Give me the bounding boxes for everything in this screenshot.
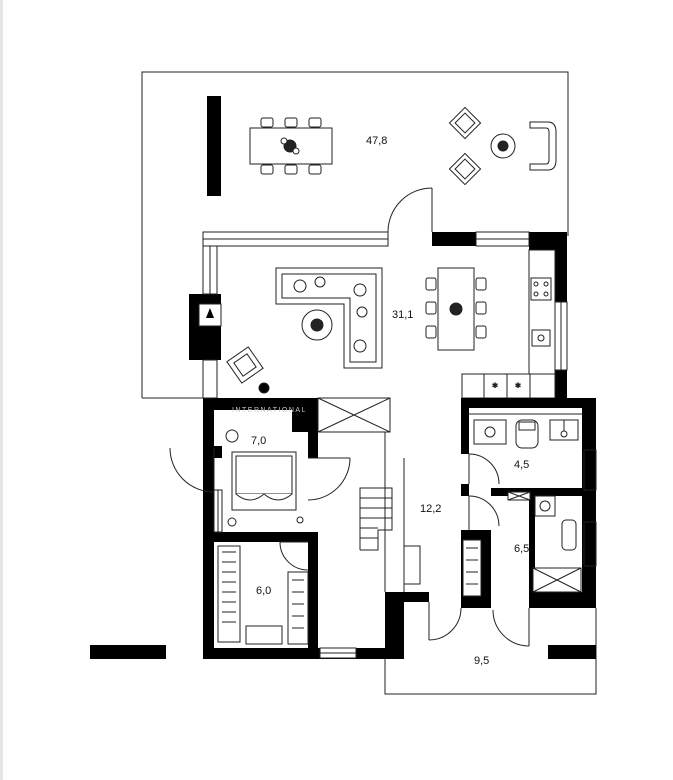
sofa-icon <box>275 267 383 369</box>
right-wall-segment <box>548 645 596 659</box>
bathroom-fixtures <box>473 419 579 449</box>
wardrobe-icon <box>217 539 482 645</box>
exterior-walls <box>189 232 596 659</box>
bedroom2-door-swing-icon <box>279 541 309 571</box>
coffee-table-icon <box>301 309 333 341</box>
toilet-icon <box>561 519 577 551</box>
left-wall-segment <box>90 645 166 659</box>
hall-door-swing-icon <box>307 457 351 501</box>
bathroom-door-swing-icon <box>468 453 500 485</box>
kitchen-counter: * * <box>461 249 556 399</box>
hall-area-label: 12,2 <box>420 503 441 515</box>
porch-area-label: 9,5 <box>474 655 489 667</box>
utility-area-label: 6,5 <box>514 543 529 555</box>
dining-table-icon <box>425 267 487 351</box>
living-north-wall <box>202 231 568 399</box>
svg-text:*: * <box>493 382 498 393</box>
terrace-door-swing-icon <box>387 187 433 233</box>
interior-walls <box>214 398 582 648</box>
bedroom1-door-swing-icon <box>169 447 215 493</box>
bedroom2-area-label: 6,0 <box>256 585 271 597</box>
terrace-privacy-wall <box>207 96 221 196</box>
watermark: INTERNATIONAL <box>232 407 307 414</box>
page-edge <box>0 0 3 780</box>
bedroom1-area-label: 7,0 <box>251 435 266 447</box>
fireplace-icon <box>198 303 222 327</box>
living-area-label: 31,1 <box>392 309 413 321</box>
armchair-icon <box>226 346 270 394</box>
svg-text:*: * <box>516 382 521 393</box>
bed-icon <box>225 429 304 527</box>
stairs-icon <box>359 487 421 585</box>
bathroom-area-label: 4,5 <box>514 459 529 471</box>
stove-icon <box>530 277 552 301</box>
interior-partitions <box>213 397 597 592</box>
terrace-lounge-chairs-icon <box>448 106 557 186</box>
entry-door-swing-icon <box>428 602 530 647</box>
utility-fixtures <box>507 491 582 593</box>
terrace-area-label: 47,8 <box>366 135 387 147</box>
terrace-dining-table-icon <box>249 117 333 175</box>
terrace-outline <box>141 71 569 399</box>
utility-door-swing-icon <box>468 495 500 530</box>
